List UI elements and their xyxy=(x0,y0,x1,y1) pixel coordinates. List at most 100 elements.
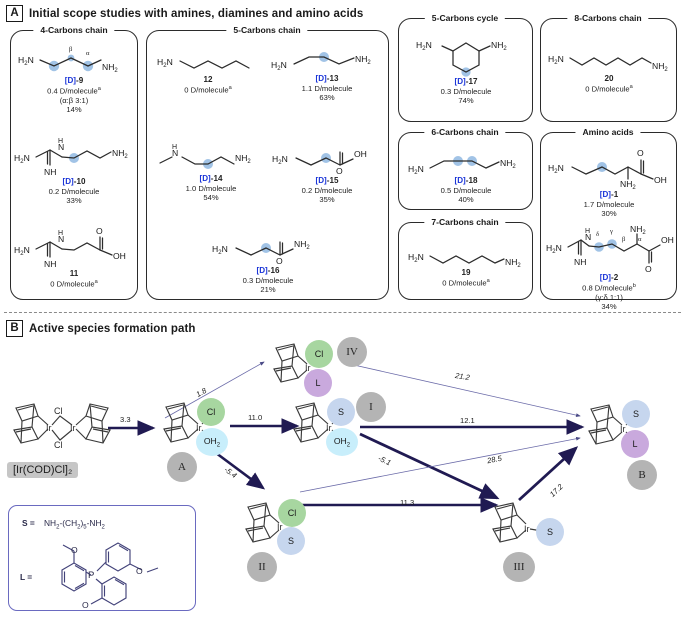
structure-III: Ir xyxy=(492,502,543,543)
group-caption-6-carbons-chain: 6-Carbons chain xyxy=(424,127,506,137)
legend-s-value: NH2-(CH2)5-NH2 xyxy=(44,518,105,531)
structure-10: H2N N H NH NH2 xyxy=(14,138,128,177)
ligand-l-B: L xyxy=(621,430,649,458)
arrow-A-to-IV xyxy=(164,361,265,419)
atom-o: O xyxy=(336,166,343,176)
ligand-label-s: S xyxy=(337,407,344,417)
barrier-I-to-B: 12.1 xyxy=(460,416,475,425)
barrier-A-to-I: 11.0 xyxy=(248,413,263,422)
species-label-I: I xyxy=(356,392,386,422)
atom-nh2: NH2 xyxy=(235,153,251,165)
ligand-s-II: S xyxy=(277,527,305,555)
label-gamma: γ xyxy=(609,228,613,235)
ligand-label-cl: Cl xyxy=(287,508,297,518)
atom-h2n: H2N xyxy=(14,245,30,257)
molecule-9: H2N NH2 β α [D]-9 0.4 D/moleculea(α:β 3:… xyxy=(14,42,134,115)
ligand-s-III: S xyxy=(536,518,564,546)
atom-h2n: H2N xyxy=(416,40,432,52)
atom-ir: Ir xyxy=(305,363,311,373)
atom-h2n: H2N xyxy=(408,164,424,176)
panel-b-letter: B xyxy=(6,320,23,337)
atom-h2n: H2N xyxy=(157,57,173,69)
panel-b-header: B Active species formation path xyxy=(6,320,196,337)
atom-h: H xyxy=(585,228,590,235)
ligand-label-cl: Cl xyxy=(314,349,324,359)
start-material-label: [Ir(COD)Cl]₂ xyxy=(7,462,79,478)
atom-nh2: NH2 xyxy=(505,257,521,269)
structure-19: H2N NH2 xyxy=(408,252,521,269)
atom-nh2: NH2 xyxy=(355,54,371,66)
group-caption-amino-acids: Amino acids xyxy=(575,127,641,137)
atom-nh2: NH2 xyxy=(620,179,636,191)
ligand-oh2-I: OH2 xyxy=(326,428,358,456)
structure-20: H2N NH2 xyxy=(548,54,668,73)
structure-18: H2N NH2 xyxy=(408,156,516,176)
atom-oh: OH xyxy=(354,149,367,159)
ligand-label-oh2: OH2 xyxy=(203,435,221,449)
atom-h2n: H2N xyxy=(548,163,564,175)
legend-atom-p: P xyxy=(88,570,94,581)
ligand-cl-II: Cl xyxy=(278,499,306,527)
structure-16: H2N O NH2 xyxy=(212,239,310,266)
panel-a-letter: A xyxy=(6,5,23,22)
panel-b-title: Active species formation path xyxy=(29,322,196,335)
atom-n: N xyxy=(58,234,64,244)
ligand-label-l: L xyxy=(632,439,638,449)
atom-h2n: H2N xyxy=(14,153,30,165)
atom-ir: Ir xyxy=(196,423,202,433)
atom-h2n: H2N xyxy=(546,243,562,255)
atom-h2n: H2N xyxy=(212,244,228,256)
panel-a-header: A Initial scope studies with amines, dia… xyxy=(6,5,363,22)
barrier-dimer-to-A: 3.3 xyxy=(120,415,131,424)
atom-o: O xyxy=(637,148,644,158)
ligand-label-s: S xyxy=(632,409,639,419)
reaction-arrow-layer xyxy=(108,361,585,513)
atom-h: H xyxy=(172,144,177,151)
atom-nh2: NH2 xyxy=(294,239,310,251)
structure-2: H2N N H NH O OH NH2 δ γ β α xyxy=(546,224,674,274)
atom-h: H xyxy=(58,138,63,145)
arrow-II-to-B xyxy=(299,436,581,493)
group-caption-7-carbons-chain: 7-Carbons chain xyxy=(424,217,506,227)
species-label-IV: IV xyxy=(337,337,367,367)
structure-1: H2N O OH NH2 xyxy=(548,148,667,191)
atom-h: H xyxy=(58,230,63,237)
group-caption-5-carbons-cycle: 5-Carbons cycle xyxy=(424,13,506,23)
ligand-l-IV: L xyxy=(304,369,332,397)
atom-h2n: H2N xyxy=(271,60,287,72)
structure-15: H2N O OH xyxy=(272,149,367,176)
ligand-label-l: L xyxy=(315,378,321,388)
species-label-III: III xyxy=(503,552,535,582)
atom-cl-bottom: Cl xyxy=(54,440,63,450)
group-caption-4-carbons-chain: 4-Carbons chain xyxy=(33,25,115,35)
structure-9: H2N NH2 β α xyxy=(18,46,118,74)
atom-nh2: NH2 xyxy=(500,158,516,170)
atom-nh2: NH2 xyxy=(102,62,118,74)
atom-ir-right: Ir xyxy=(70,423,76,433)
species-label-II: II xyxy=(247,552,277,582)
atom-oh: OH xyxy=(113,251,126,261)
ligand-label-oh2: OH2 xyxy=(333,435,351,449)
atom-ir: Ir xyxy=(277,522,283,532)
atom-n: N xyxy=(172,148,178,158)
atom-nh: NH xyxy=(44,259,56,269)
atom-o: O xyxy=(276,256,283,266)
label-delta: δ xyxy=(596,231,599,238)
atom-h2n: H2N xyxy=(18,55,34,67)
atom-n: N xyxy=(58,142,64,152)
